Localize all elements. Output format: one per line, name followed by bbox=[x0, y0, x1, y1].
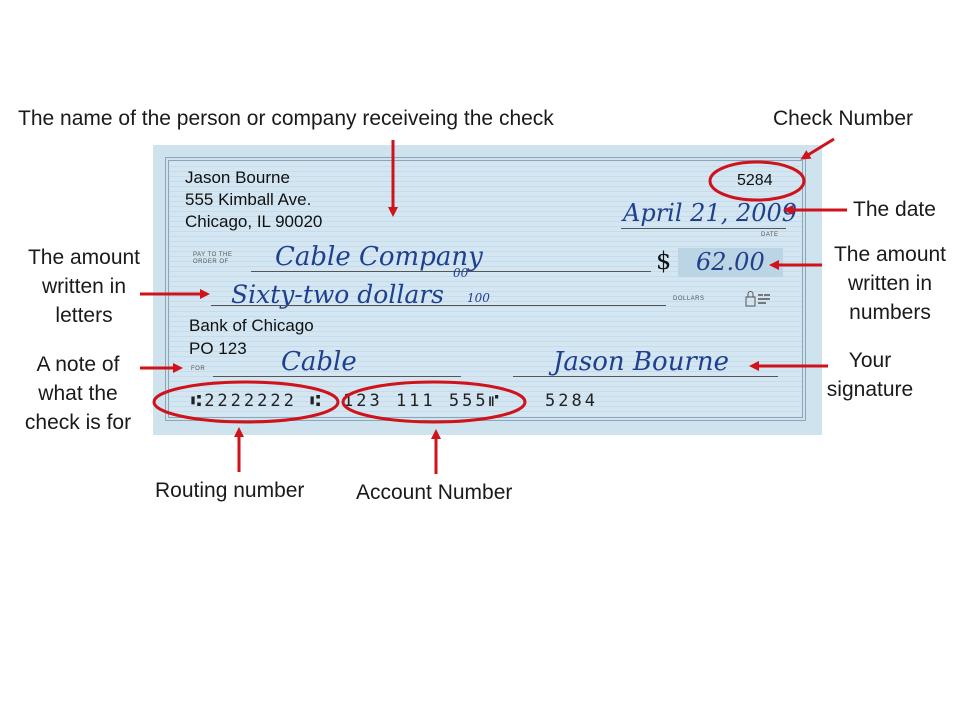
amount-words-line bbox=[211, 305, 666, 306]
check-number-ellipse bbox=[708, 160, 806, 202]
payee-line bbox=[251, 271, 651, 272]
dollars-caption: DOLLARS bbox=[673, 296, 705, 302]
amount-numeric: 62.00 bbox=[696, 248, 765, 276]
account-number-label: Account Number bbox=[356, 481, 513, 504]
check-number: 5284 bbox=[737, 172, 773, 189]
for-caption: FOR bbox=[191, 366, 206, 372]
date-line bbox=[621, 228, 786, 229]
amount-words: Sixty-two dollars bbox=[231, 280, 445, 309]
payee-name-label: The name of the person or company receiv… bbox=[18, 107, 554, 130]
lock-icon bbox=[745, 291, 770, 307]
bank-address: PO 123 bbox=[189, 339, 247, 358]
signature-value: Jason Bourne bbox=[553, 347, 729, 377]
owner-street: 555 Kimball Ave. bbox=[185, 190, 312, 209]
cents-numerator: 00 bbox=[453, 266, 469, 280]
account-micr: 123 111 555⑈ bbox=[343, 391, 502, 411]
date-caption: DATE bbox=[761, 232, 779, 238]
routing-number-ellipse bbox=[152, 380, 340, 424]
date-value: April 21, 2009 bbox=[623, 199, 798, 227]
routing-number-label: Routing number bbox=[155, 479, 305, 502]
payee-value: Cable Company bbox=[275, 242, 483, 272]
owner-city: Chicago, IL 90020 bbox=[185, 212, 323, 231]
bank-name: Bank of Chicago bbox=[189, 316, 314, 335]
memo-value: Cable bbox=[281, 347, 357, 377]
cents-denominator: 100 bbox=[467, 291, 490, 305]
routing-micr: ⑆2222222 ⑆ bbox=[191, 391, 324, 411]
owner-name: Jason Bourne bbox=[185, 168, 290, 187]
check-number-micr: 5284 bbox=[545, 391, 598, 411]
date-label: The date bbox=[853, 198, 936, 221]
check-number-label: Check Number bbox=[773, 107, 914, 130]
memo-line bbox=[213, 376, 461, 377]
check-face bbox=[170, 162, 801, 416]
dollar-sign: $ bbox=[656, 247, 672, 275]
account-number-ellipse bbox=[341, 380, 527, 424]
check-number-arrow bbox=[800, 137, 835, 160]
signature-line bbox=[513, 376, 778, 377]
amount-box bbox=[678, 248, 783, 277]
